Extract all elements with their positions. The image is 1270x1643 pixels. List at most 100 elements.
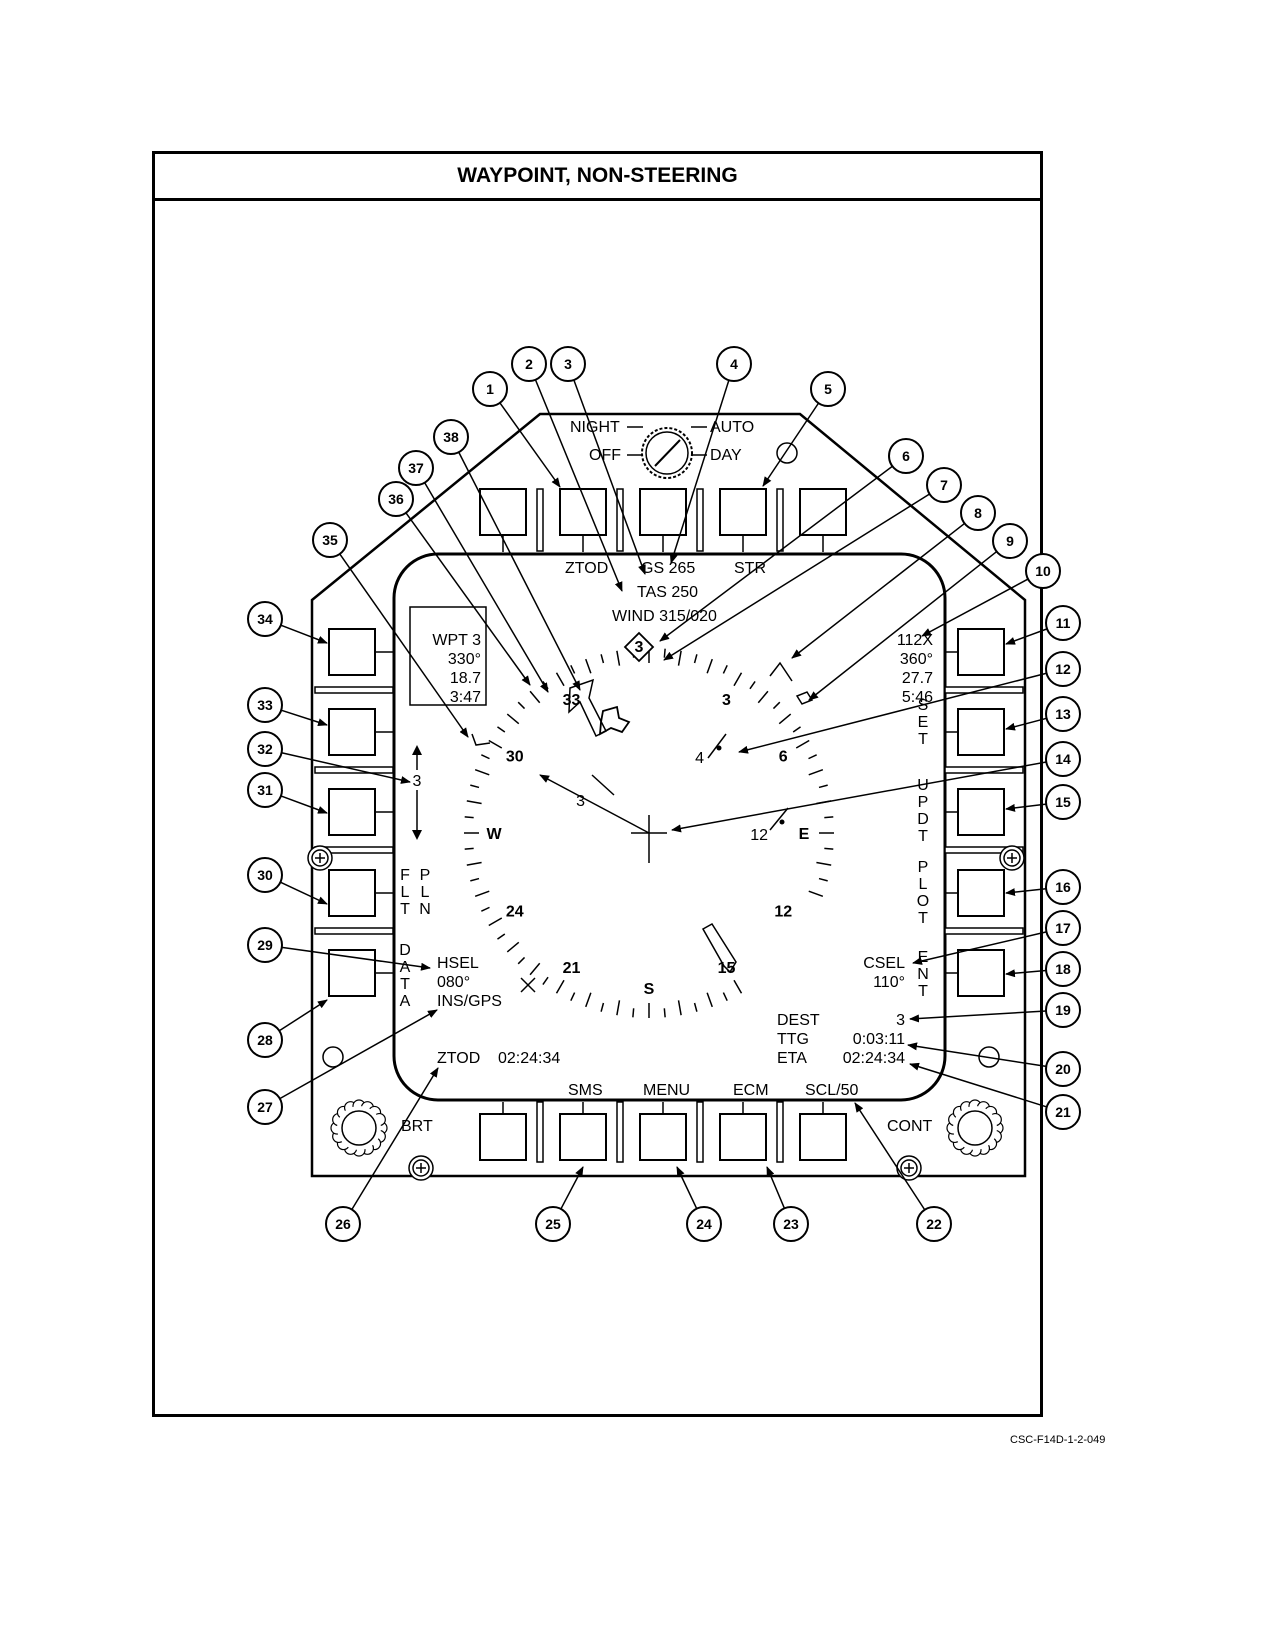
callout-number: 34 bbox=[257, 611, 273, 627]
callout-leader bbox=[671, 761, 1047, 833]
callout-leader bbox=[405, 512, 531, 686]
callout-circle bbox=[247, 1089, 283, 1125]
compass-label: 30 bbox=[506, 749, 524, 766]
display-screen bbox=[392, 552, 947, 1102]
callout-leader bbox=[281, 752, 411, 784]
callout-circle bbox=[247, 927, 283, 963]
compass-tick bbox=[488, 917, 503, 927]
callout-circle bbox=[1045, 605, 1081, 641]
callout-number: 9 bbox=[1006, 533, 1014, 549]
tacan-label: 112X bbox=[897, 632, 934, 649]
compass-tick bbox=[529, 690, 541, 704]
mode-knob[interactable] bbox=[627, 426, 707, 479]
callout-circle bbox=[325, 1206, 361, 1242]
left-pushbutton-2[interactable] bbox=[328, 708, 376, 756]
top-pushbutton-4[interactable] bbox=[719, 488, 767, 536]
opt-ecm: ECM bbox=[733, 1082, 769, 1099]
hsel-marker bbox=[471, 733, 491, 746]
bearing-pointer-head bbox=[568, 678, 608, 738]
callout-circle bbox=[1045, 992, 1081, 1028]
callout-number: 26 bbox=[335, 1216, 351, 1232]
right-pushbutton-3[interactable] bbox=[957, 788, 1005, 836]
screw-left bbox=[307, 845, 333, 871]
hsel-label: HSEL bbox=[437, 955, 479, 972]
compass-tick bbox=[464, 847, 474, 850]
light-sensor bbox=[776, 442, 798, 464]
callout-number: 15 bbox=[1055, 794, 1071, 810]
compass-tick bbox=[663, 648, 666, 658]
top-pushbutton-3[interactable] bbox=[639, 488, 687, 536]
left-pushbutton-1[interactable] bbox=[328, 628, 376, 676]
callout-circle bbox=[1025, 553, 1061, 589]
figure-frame: WAYPOINT, NON-STEERING bbox=[152, 151, 1043, 1417]
compass-tick bbox=[542, 976, 549, 985]
callout-number: 12 bbox=[1055, 661, 1071, 677]
callout-number: 18 bbox=[1055, 961, 1071, 977]
compass-tick bbox=[706, 658, 713, 674]
callout-circle bbox=[398, 450, 434, 486]
compass-tick bbox=[693, 654, 698, 664]
callout-number: 31 bbox=[257, 782, 273, 798]
callout-circle bbox=[1045, 741, 1081, 777]
callout-number: 27 bbox=[257, 1099, 273, 1115]
callout-leader bbox=[907, 1042, 1047, 1068]
compass-label: 3 bbox=[722, 692, 731, 709]
bottom-pushbutton-2[interactable] bbox=[559, 1113, 607, 1161]
callout-circle bbox=[247, 731, 283, 767]
callout-circle bbox=[926, 467, 962, 503]
callout-circle bbox=[1045, 869, 1081, 905]
compass-tick bbox=[733, 672, 743, 687]
callout-number: 14 bbox=[1055, 751, 1071, 767]
pushbutton-array bbox=[314, 488, 1024, 1163]
callout-leader bbox=[280, 881, 328, 905]
callout-leader bbox=[1005, 717, 1047, 731]
bottom-pushbutton-1[interactable] bbox=[479, 1113, 527, 1161]
screw-right bbox=[999, 845, 1025, 871]
opt-tas: TAS 250 bbox=[637, 584, 698, 601]
dest-value: 3 bbox=[896, 1012, 905, 1029]
compass-tick bbox=[585, 658, 592, 674]
callout-leader bbox=[279, 1009, 438, 1100]
right-pushbutton-4[interactable] bbox=[957, 869, 1005, 917]
compass-tick bbox=[818, 784, 828, 789]
left-pushbutton-4[interactable] bbox=[328, 869, 376, 917]
figure-id: CSC-F14D-1-2-049 bbox=[1010, 1434, 1106, 1446]
callout-circle bbox=[810, 371, 846, 407]
compass-tick bbox=[733, 979, 743, 994]
wpt-bearing: 330° bbox=[448, 651, 481, 668]
callout-circle bbox=[247, 601, 283, 637]
waypoint-symbol-12: 12 bbox=[750, 807, 789, 844]
callout-number: 25 bbox=[545, 1216, 561, 1232]
callout-leader bbox=[351, 1067, 439, 1210]
callout-circle bbox=[550, 346, 586, 382]
callout-circle bbox=[1045, 951, 1081, 987]
bottom-pushbutton-5[interactable] bbox=[799, 1113, 847, 1161]
right-pushbutton-5[interactable] bbox=[957, 949, 1005, 997]
compass-label: E bbox=[799, 826, 810, 843]
top-pushbutton-5[interactable] bbox=[799, 488, 847, 536]
bottom-pushbutton-4[interactable] bbox=[719, 1113, 767, 1161]
compass-tick bbox=[795, 739, 810, 749]
top-pushbutton-1[interactable] bbox=[479, 488, 527, 536]
right-pushbutton-2[interactable] bbox=[957, 708, 1005, 756]
callout-number: 16 bbox=[1055, 879, 1071, 895]
callout-leader bbox=[659, 465, 893, 642]
bottom-pushbutton-3[interactable] bbox=[639, 1113, 687, 1161]
right-pushbutton-1[interactable] bbox=[957, 628, 1005, 676]
callout-leader bbox=[1005, 969, 1047, 978]
left-pushbutton-3[interactable] bbox=[328, 788, 376, 836]
aircraft-symbol bbox=[631, 815, 667, 863]
compass-tick bbox=[816, 861, 832, 866]
brightness-knob[interactable] bbox=[330, 1099, 388, 1157]
compass-tick bbox=[722, 992, 728, 1001]
callout-number: 7 bbox=[940, 477, 948, 493]
compass-tick bbox=[808, 890, 824, 897]
cont-label: CONT bbox=[887, 1118, 933, 1135]
callout-leader bbox=[762, 402, 820, 487]
contrast-knob[interactable] bbox=[946, 1099, 1004, 1157]
